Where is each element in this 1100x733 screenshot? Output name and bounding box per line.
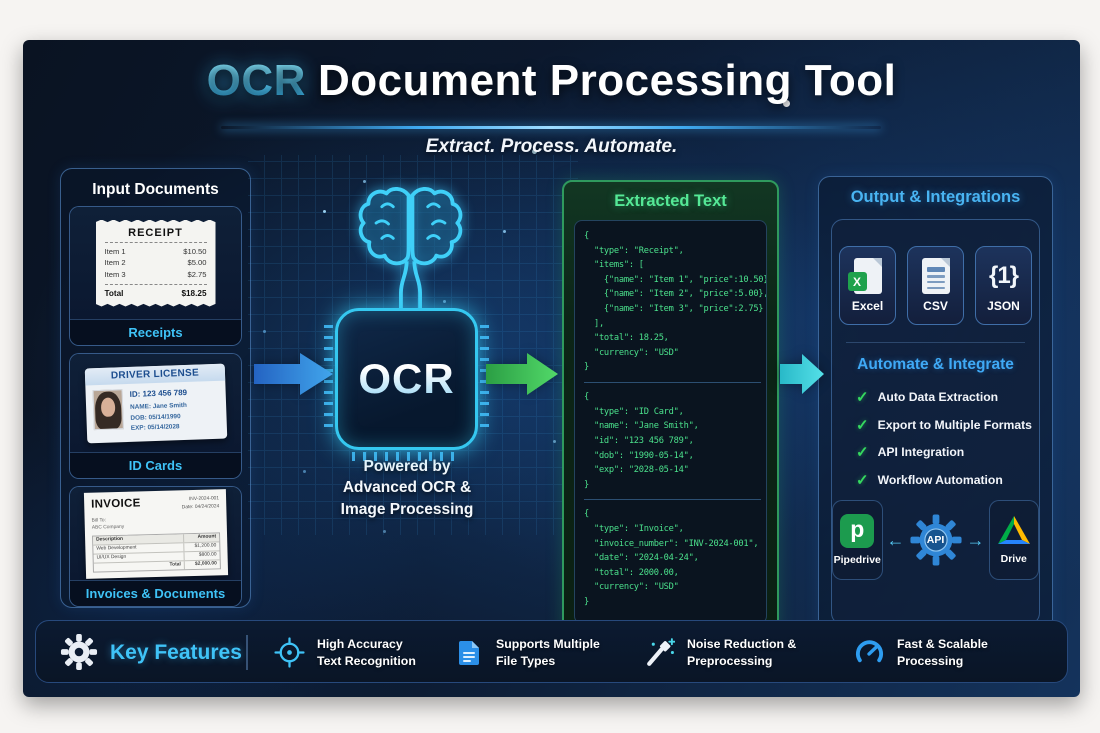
text-to-output-arrow-icon <box>780 354 824 394</box>
arrow-left-icon: ← <box>886 529 905 550</box>
receipt-line-item: Item 3$2.75 <box>104 270 207 280</box>
google-drive-icon <box>997 516 1030 544</box>
key-features-title: Key Features <box>110 640 242 664</box>
receipt-line-item: Item 2$5.00 <box>104 258 207 268</box>
id-cards-label: ID Cards <box>70 452 241 478</box>
pipedrive-icon: p <box>840 514 875 548</box>
input-documents-panel: Input Documents RECEIPT Item 1$10.50 Ite… <box>60 168 251 608</box>
license-id: ID: 123 456 789 <box>129 387 187 399</box>
chip-pins-bottom <box>352 452 460 461</box>
check-icon: ✓ <box>856 471 869 489</box>
check-icon: ✓ <box>856 389 869 406</box>
extracted-text-panel: Extracted Text { "type": "Receipt", "ite… <box>562 180 779 638</box>
magic-wand-icon <box>647 638 675 666</box>
document-icon <box>459 640 479 665</box>
receipt-thumbnail: RECEIPT Item 1$10.50 Item 2$5.00 Item 3$… <box>70 207 241 319</box>
checklist-item: ✓Auto Data Extraction <box>856 389 999 406</box>
receipt-json-block: { "type": "Receipt", "items": [ {"name":… <box>584 231 767 373</box>
subtitle: Extract. Process. Automate. <box>425 136 678 157</box>
checklist-item: ✓API Integration <box>856 444 965 461</box>
idcard-json-block: { "type": "ID Card", "name": "Jane Smith… <box>584 382 761 492</box>
invoice-title: INVOICE <box>90 496 141 511</box>
json-braces-icon: {1} <box>988 262 1019 289</box>
footer-divider <box>246 635 248 670</box>
chip-label: OCR <box>358 355 455 402</box>
id-card-thumbnail: DRIVER LICENSE ID: 123 456 789 NAME: Jan… <box>70 354 241 452</box>
crosshair-icon <box>274 637 305 668</box>
chip-pins-right <box>480 325 489 433</box>
license-exp: EXP: 05/14/2028 <box>130 422 180 432</box>
csv-format-box: CSV <box>907 246 964 325</box>
title-accent: OCR <box>206 56 306 105</box>
arrow-right-icon: → <box>966 529 985 550</box>
excel-file-icon: X <box>847 258 882 294</box>
ocr-to-text-arrow-icon <box>486 353 558 395</box>
checklist-item: ✓Workflow Automation <box>856 471 1003 489</box>
api-gear: API <box>909 513 963 567</box>
export-formats-row: X Excel CSV {1} JSON <box>832 246 1039 325</box>
automate-integrate-title: Automate & Integrate <box>857 356 1014 373</box>
extracted-code-box: { "type": "Receipt", "items": [ {"name":… <box>574 220 767 624</box>
receipt-title: RECEIPT <box>128 226 183 239</box>
title-rest: Document Processing Tool <box>317 56 897 105</box>
input-to-ocr-arrow-icon <box>254 353 333 395</box>
background-sparkles <box>323 210 326 213</box>
json-format-box: {1} JSON <box>975 246 1032 325</box>
drive-tile: Drive <box>988 500 1039 580</box>
gear-icon <box>60 633 98 671</box>
invoice-card: INVOICE INV-2024-001 Date: 04/24/2024 Bi… <box>69 486 242 607</box>
receipt-paper: RECEIPT Item 1$10.50 Item 2$5.00 Item 3$… <box>95 219 216 307</box>
receipts-label: Receipts <box>70 319 241 345</box>
pipedrive-tile: p Pipedrive <box>832 500 883 580</box>
input-panel-title: Input Documents <box>92 181 219 198</box>
output-divider <box>846 342 1025 343</box>
powered-by-caption: Powered by Advanced OCR & Image Processi… <box>340 458 474 518</box>
extracted-text-title: Extracted Text <box>614 192 727 210</box>
invoices-label: Invoices & Documents <box>70 580 241 606</box>
receipt-divider <box>104 283 207 285</box>
receipt-divider <box>104 241 207 243</box>
portrait-photo <box>92 388 124 430</box>
invoice-meta: INV-2024-001 Date: 04/24/2024 <box>181 495 219 511</box>
check-icon: ✓ <box>856 444 869 461</box>
invoice-paper: INVOICE INV-2024-001 Date: 04/24/2024 Bi… <box>83 488 228 579</box>
checklist-item: ✓Export to Multiple Formats <box>856 416 1032 434</box>
feature-noise-reduction: Noise Reduction &Preprocessing <box>644 621 796 684</box>
check-icon: ✓ <box>856 416 869 434</box>
receipt-total: Total$18.25 <box>104 288 207 298</box>
receipt-line-item: Item 1$10.50 <box>104 246 207 256</box>
gear-icon <box>909 514 962 566</box>
invoice-billto: Bill To: ABC Company <box>91 517 124 531</box>
output-inner-card: X Excel CSV {1} JSON Automate & Integrat… <box>831 219 1040 625</box>
title-divider <box>221 126 881 129</box>
brain-icon <box>358 187 463 311</box>
chip-pins-left <box>324 325 333 433</box>
excel-format-box: X Excel <box>839 246 896 325</box>
ocr-chip: OCR <box>335 308 478 450</box>
integrations-row: p Pipedrive ← <box>832 500 1039 580</box>
output-integrations-panel: Output & Integrations X Excel CSV {1} <box>818 176 1053 640</box>
invoice-thumbnail: INVOICE INV-2024-001 Date: 04/24/2024 Bi… <box>70 487 241 580</box>
output-panel-title: Output & Integrations <box>850 188 1021 206</box>
csv-file-icon <box>921 258 950 294</box>
id-card-card: DRIVER LICENSE ID: 123 456 789 NAME: Jan… <box>69 353 242 479</box>
invoice-json-block: { "type": "Invoice", "invoice_number": "… <box>584 499 761 609</box>
driver-license: DRIVER LICENSE ID: 123 456 789 NAME: Jan… <box>84 363 227 443</box>
receipt-card: RECEIPT Item 1$10.50 Item 2$5.00 Item 3$… <box>69 206 242 346</box>
automate-checklist: ✓Auto Data Extraction ✓Export to Multipl… <box>856 388 1033 489</box>
speedometer-icon <box>856 640 883 663</box>
